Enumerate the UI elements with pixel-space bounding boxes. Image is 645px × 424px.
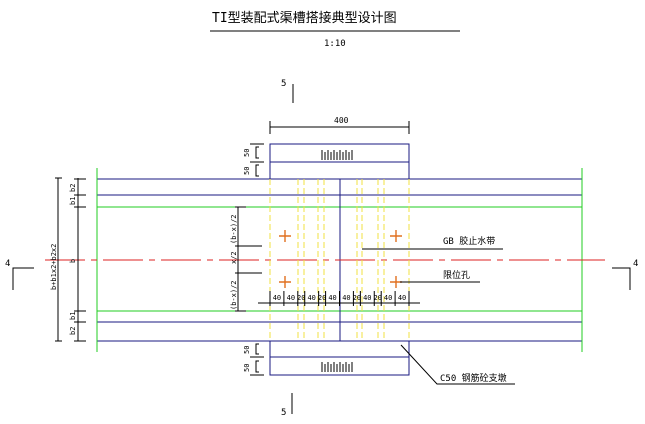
support-label: C50 钢筋砼支墩 bbox=[440, 372, 507, 384]
dim-inner-mid: x/2 bbox=[230, 251, 238, 264]
dim-value: 40 bbox=[398, 294, 406, 302]
dim-b2-bottom: b2 bbox=[69, 327, 77, 335]
dim-b2-top: b2 bbox=[69, 184, 77, 192]
waterstop-label: GB 胶止水带 bbox=[443, 235, 495, 247]
rebar-dashed-lines bbox=[269, 179, 410, 341]
section-mark-left: 4 bbox=[5, 259, 10, 269]
bottom-height-2: 50 bbox=[243, 364, 251, 372]
dim-value: 20 bbox=[353, 294, 361, 302]
section-mark-bottom: 5 bbox=[281, 408, 286, 418]
dim-total: b+b1x2+b2x2 bbox=[50, 244, 58, 290]
dim-value: 40 bbox=[287, 294, 295, 302]
dim-value: 20 bbox=[374, 294, 382, 302]
hole-mark bbox=[279, 230, 291, 242]
top-hatch bbox=[321, 150, 353, 160]
hole-mark bbox=[390, 230, 402, 242]
dim-value: 20 bbox=[297, 294, 305, 302]
channel-lines bbox=[45, 168, 605, 352]
bottom-hatch bbox=[321, 362, 353, 372]
dim-inner-top: (b-x)/2 bbox=[230, 214, 238, 244]
dim-b: b bbox=[69, 259, 77, 263]
drawing-title: TI型装配式渠槽搭接典型设计图 bbox=[212, 10, 397, 26]
dim-value: 40 bbox=[273, 294, 281, 302]
dim-value: 20 bbox=[318, 294, 326, 302]
dim-value: 40 bbox=[363, 294, 371, 302]
dim-inner-bottom: (b-x)/2 bbox=[230, 280, 238, 310]
width-dim-label: 400 bbox=[334, 116, 349, 125]
section-mark-right: 4 bbox=[633, 259, 638, 269]
dim-value: 40 bbox=[328, 294, 336, 302]
dim-b1-bottom: b1 bbox=[69, 312, 77, 320]
section-line-right bbox=[612, 267, 631, 290]
top-height-2: 50 bbox=[243, 167, 251, 175]
dim-value: 40 bbox=[307, 294, 315, 302]
dim-value: 40 bbox=[342, 294, 350, 302]
dim-b1-top: b1 bbox=[69, 197, 77, 205]
top-height-1: 50 bbox=[243, 149, 251, 157]
bolt-holes bbox=[279, 230, 402, 288]
section-mark-top: 5 bbox=[281, 79, 286, 89]
section-line-left bbox=[12, 267, 34, 290]
hole-mark bbox=[279, 276, 291, 288]
drawing-scale: 1:10 bbox=[324, 39, 346, 49]
hole-label: 限位孔 bbox=[443, 269, 470, 281]
dim-value: 40 bbox=[384, 294, 392, 302]
bottom-height-1: 50 bbox=[243, 346, 251, 354]
